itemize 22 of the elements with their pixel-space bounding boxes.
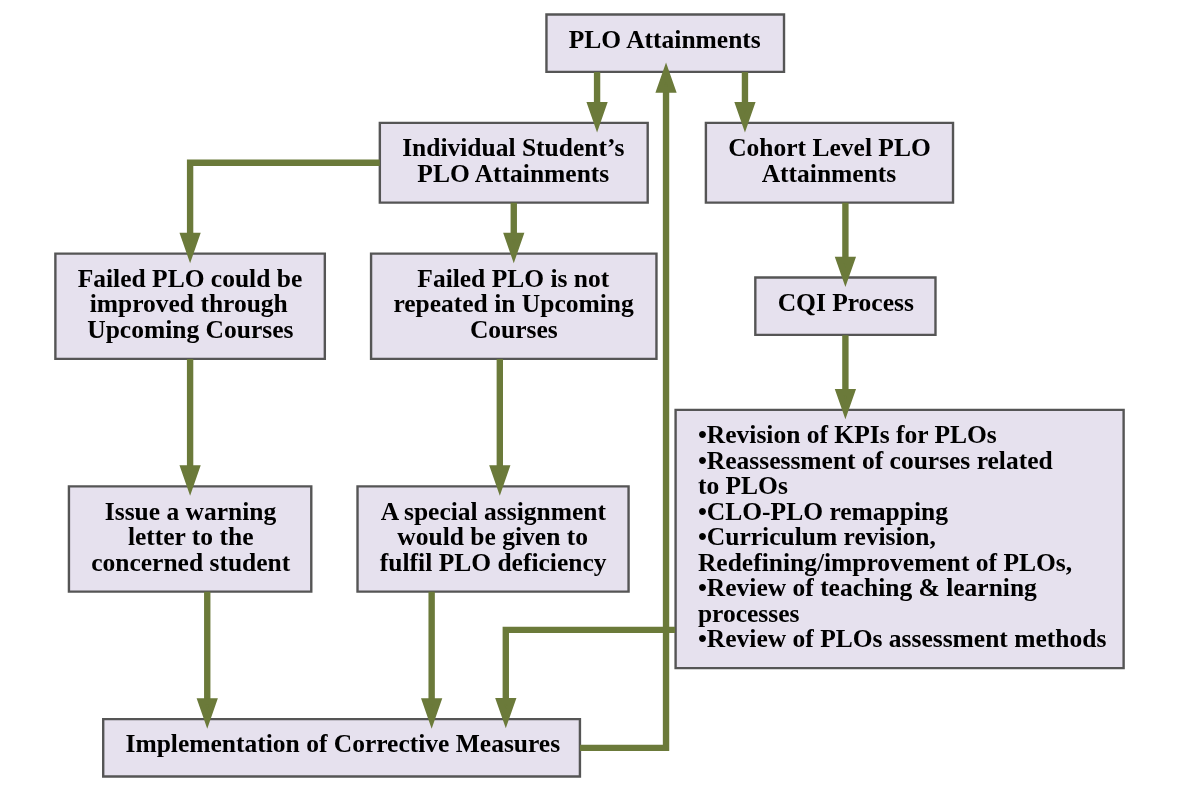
- node-box: Individual Student’s PLO Attainments: [378, 121, 649, 204]
- arrow: [834, 335, 857, 420]
- node-box: •Revision of KPIs for PLOs •Reassessment of courses related to PLOs •CLO-PLO remapping •Curriculum revision, Redefining/improvement of PLOs, •Review of teaching & learning processes •Review of PLOs assessment methods: [674, 408, 1125, 670]
- arrow: [734, 72, 756, 133]
- node-box: PLO Attainments: [545, 13, 786, 74]
- arrow: [834, 202, 857, 288]
- node-box: CQI Process: [754, 276, 937, 337]
- arrow: [503, 202, 525, 264]
- arrow: [489, 359, 511, 496]
- node-box: Failed PLO could be improved through Upcoming Courses: [54, 252, 327, 361]
- node-box: Issue a warning letter to the concerned student: [67, 485, 313, 593]
- node-box: Failed PLO is not repeated in Upcoming Courses: [369, 252, 658, 361]
- arrow: [179, 359, 201, 496]
- arrow: [196, 591, 218, 729]
- node-box: A special assignment would be given to fulfil PLO deficiency: [356, 485, 630, 593]
- node-box: Cohort Level PLO Attainments: [704, 121, 955, 204]
- arrow: [179, 159, 380, 264]
- arrow: [586, 72, 608, 133]
- arrow: [421, 591, 443, 729]
- arrow: [579, 62, 677, 752]
- arrow: [495, 626, 676, 729]
- node-box: Implementation of Corrective Measures: [102, 717, 582, 778]
